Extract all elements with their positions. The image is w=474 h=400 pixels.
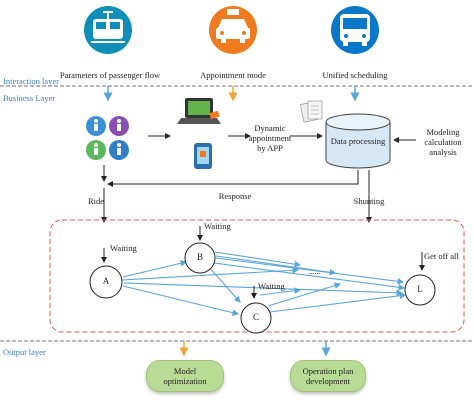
edge-b-mid2 [215,255,337,276]
edge-a-l [123,282,404,297]
data-processing-cylinder [325,113,391,169]
node-a-label: A [102,276,110,286]
node-c-label: C [252,312,259,322]
tram-icon [84,6,132,54]
node-a [89,265,123,299]
node-l-label: L [417,284,423,294]
edge-a-mid [121,267,300,281]
output-layer-label: Output layer [3,347,46,357]
waiting-label-b: Waiting [204,221,231,231]
node-l [404,274,436,306]
dynamic-appointment-label: Dynamic appointment by APP [248,123,292,153]
bus-icon [331,6,379,54]
edge-c-mid [267,282,342,307]
ride-label: Ride [88,196,105,206]
get-off-label: Get off all [424,251,459,261]
edge-b-c [207,265,241,303]
interaction-layer-label: Interaction layer [3,76,59,86]
ellipsis-label: ...... [308,266,321,276]
edge-c-mid2 [259,287,302,296]
modeling-label: Modeling calculation analysis [424,127,462,157]
edge-a-c [122,285,240,316]
network-box [49,219,465,333]
operation-plan-box: Operation plan development [290,360,366,392]
phone-icon [194,143,212,169]
node-b [184,242,216,274]
data-processing-label: Data processing [330,136,386,146]
model-optimization-label: Model optimization [163,366,207,386]
waiting-label-a: Waiting [110,243,137,253]
unified-scheduling-label: Unified scheduling [322,70,388,80]
waiting-label-c: Waiting [258,281,285,291]
model-optimization-box: Model optimization [146,360,224,392]
laptop-icon [177,98,221,124]
passenger-group-icon [86,116,129,160]
response-line [108,170,359,185]
edge-c-l [269,292,407,313]
shunting-label: Shunting [353,196,385,206]
appointment-mode-label: Appointment mode [200,70,266,80]
passenger-flow-label: Parameters of passenger flow [59,70,161,80]
node-b-label: B [196,252,203,262]
documents-icon [299,100,323,123]
edge-b-l1 [215,257,405,285]
node-c [240,302,272,334]
taxi-icon [209,6,257,54]
business-layer-label: Business Layer [3,93,56,103]
edge-a-b [122,260,188,278]
operation-plan-label: Operation plan development [302,366,354,386]
response-label: Response [218,191,252,201]
edge-b-l2 [213,262,406,291]
edge-b-mid1 [214,251,302,268]
